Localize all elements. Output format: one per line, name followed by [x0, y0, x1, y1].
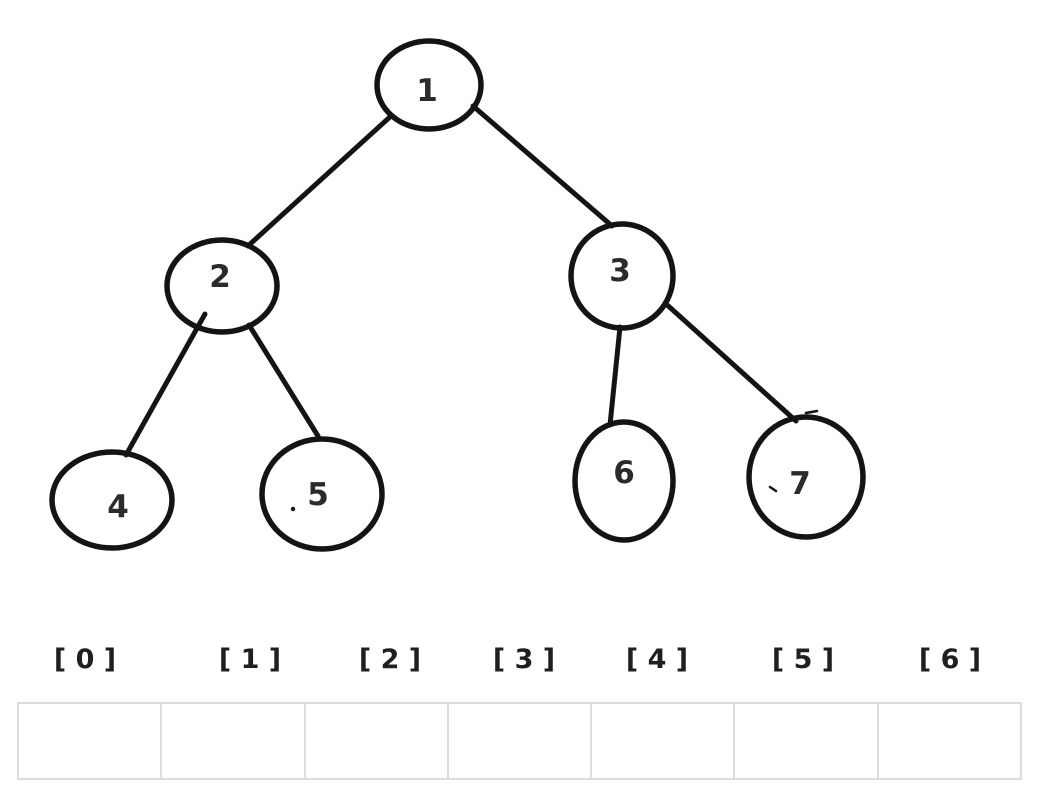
array-cell-1[interactable] — [162, 704, 306, 778]
tree-node-3-circle — [568, 221, 676, 331]
array-index-label-3: [ 3 ] — [492, 644, 556, 675]
array-index-label-0: [ 0 ] — [53, 644, 117, 675]
ink-specks — [290, 409, 819, 512]
tree-node-6-label: 6 — [613, 455, 635, 491]
array-index-label-1: [ 1 ] — [218, 644, 282, 675]
tree-node-6-circle — [572, 419, 676, 543]
ink-speck — [804, 409, 819, 415]
tree-node-1-circle — [374, 38, 484, 132]
array-cell-5[interactable] — [735, 704, 879, 778]
edge-3-7 — [662, 300, 799, 424]
ink-speck — [290, 506, 296, 512]
tree-node-4-label: 4 — [107, 489, 129, 525]
array-index-label-4: [ 4 ] — [625, 644, 689, 675]
tree-node-labels: 1 2 3 4 5 6 7 — [107, 73, 811, 525]
binary-tree-diagram: 1 2 3 4 5 6 7 — [49, 38, 866, 552]
array-cell-6[interactable] — [878, 704, 1020, 778]
edge-3-6 — [607, 324, 623, 428]
array-cell-3[interactable] — [448, 704, 593, 778]
tree-node-3-label: 3 — [609, 253, 631, 289]
ink-speck — [768, 485, 778, 493]
edge-1-2 — [245, 113, 394, 249]
array-cell-2[interactable] — [305, 704, 449, 778]
array-representation-row — [17, 702, 1022, 780]
tree-edges — [123, 103, 799, 458]
tree-node-5-circle — [259, 436, 385, 552]
array-index-label-2: [ 2 ] — [358, 644, 422, 675]
array-cell-0[interactable] — [19, 704, 163, 778]
edge-2-4 — [123, 311, 208, 458]
tree-node-4-circle — [49, 449, 175, 551]
tree-node-2-label: 2 — [209, 259, 231, 295]
edge-2-5 — [246, 322, 321, 439]
array-index-label-6: [ 6 ] — [918, 644, 982, 675]
tree-node-7-circle — [746, 414, 866, 540]
tree-node-circles — [49, 38, 866, 552]
array-index-label-5: [ 5 ] — [771, 644, 835, 675]
tree-node-1-label: 1 — [416, 73, 438, 109]
edge-1-3 — [470, 103, 615, 229]
array-cell-4[interactable] — [592, 704, 736, 778]
tree-node-5-label: 5 — [307, 477, 329, 513]
tree-node-2-circle — [164, 237, 280, 335]
tree-node-7-label: 7 — [789, 466, 811, 502]
